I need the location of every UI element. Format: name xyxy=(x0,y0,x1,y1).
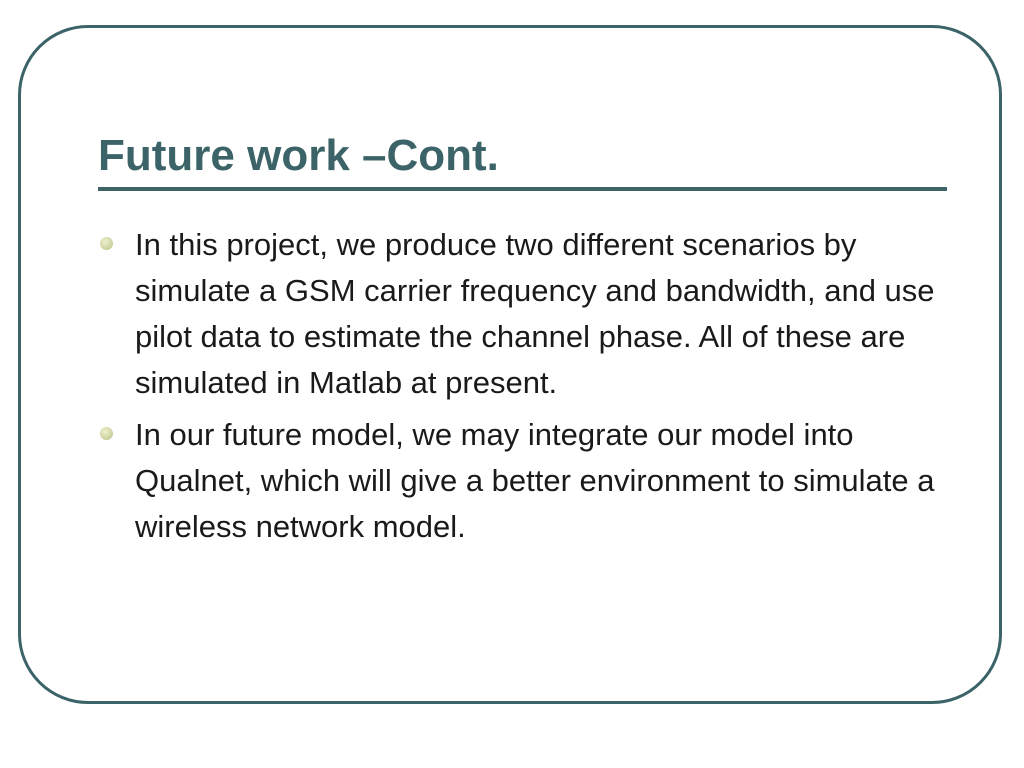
title-underline xyxy=(98,187,947,191)
slide-border-frame xyxy=(18,25,1002,704)
bullet-dot-icon xyxy=(100,427,113,440)
bullet-item: In this project, we produce two differen… xyxy=(98,222,948,406)
bullet-item: In our future model, we may integrate ou… xyxy=(98,412,948,550)
slide-title: Future work –Cont. xyxy=(98,131,499,180)
bullet-text: In our future model, we may integrate ou… xyxy=(135,417,935,544)
bullet-list: In this project, we produce two differen… xyxy=(98,222,948,556)
bullet-text: In this project, we produce two differen… xyxy=(135,227,935,400)
bullet-dot-icon xyxy=(100,237,113,250)
